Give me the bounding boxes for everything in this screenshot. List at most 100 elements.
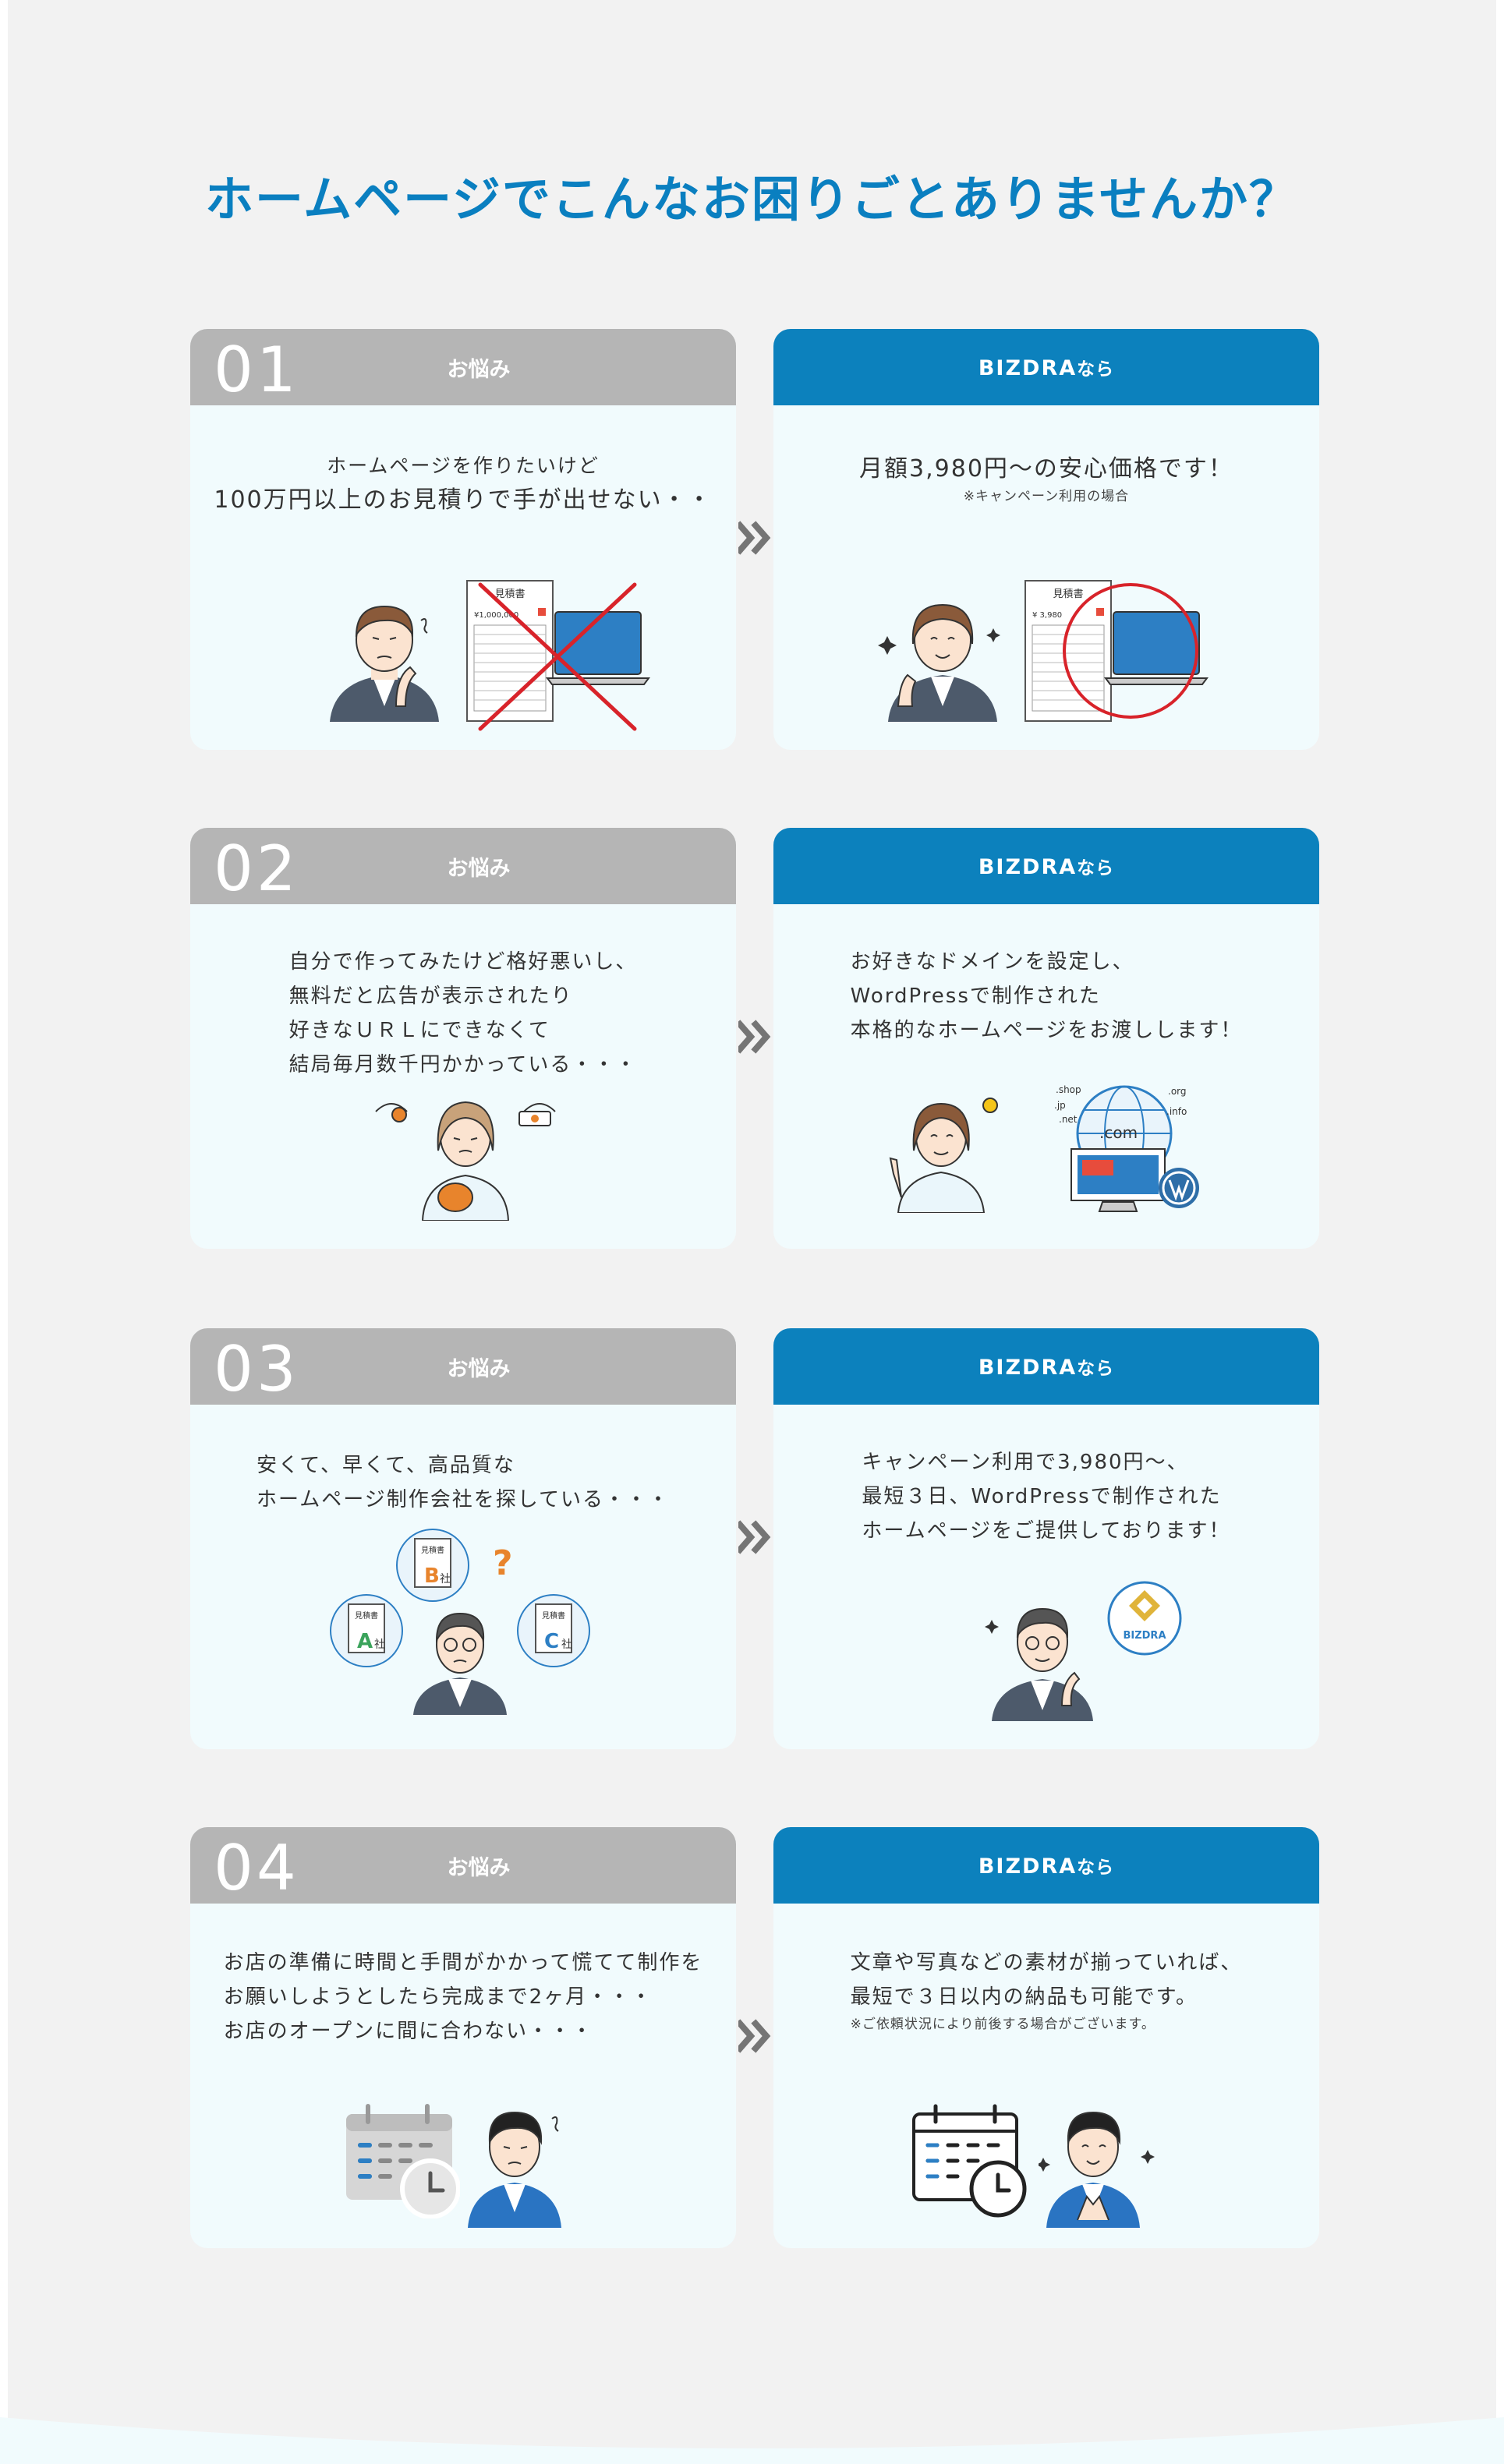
problem-label: お悩み bbox=[447, 1356, 511, 1381]
happy-woman-illustration bbox=[878, 603, 1000, 722]
solution-text-line: WordPressで制作された bbox=[850, 985, 1101, 1008]
problem-card-04: 04 お悩み お店の準備に時間と手間がかかって慌てて制作を お願いしようとしたら… bbox=[190, 1827, 736, 2248]
solution-card-body: 文章や写真などの素材が揃っていれば、 最短で３日以内の納品も可能です。 ※ご依頼… bbox=[773, 1904, 1319, 2248]
solution-text-line: 本格的なホームページをお渡しします！ bbox=[850, 1019, 1243, 1042]
problem-card-header: 02 お悩み bbox=[190, 828, 736, 905]
problem-card-header: 03 お悩み bbox=[190, 1328, 736, 1405]
domain-label: .org bbox=[1168, 1086, 1187, 1097]
problem-card-body: お店の準備に時間と手間がかかって慌てて制作を お願いしようとしたら完成まで2ヶ月… bbox=[190, 1904, 736, 2248]
problem-card-01: 01 お悩み ホームページを作りたいけど 100万円以上のお見積りで手が出せない… bbox=[190, 329, 736, 750]
problem-card-header: 04 お悩み bbox=[190, 1827, 736, 1904]
problem-text-line: 無料だと広告が表示されたり bbox=[288, 985, 573, 1008]
row-01: 01 お悩み ホームページを作りたいけど 100万円以上のお見積りで手が出せない… bbox=[190, 329, 1319, 750]
problem-text-line: 結局毎月数千円かかっている・・・ bbox=[288, 1053, 638, 1076]
arrow-chevron-icon bbox=[738, 521, 771, 555]
page-title: ホームページでこんなお困りごとありませんか？ bbox=[204, 171, 1300, 228]
problem-text-line: お店のオープンに間に合わない・・・ bbox=[223, 2020, 594, 2043]
problem-label: お悩み bbox=[447, 856, 511, 881]
domain-label: .com bbox=[1099, 1123, 1138, 1142]
row-03: 03 お悩み 安くて、早くて、高品質な ホームページ制作会社を探している・・・ … bbox=[190, 1328, 1319, 1749]
solution-card-01: BIZDRAなら 月額3,980円〜の安心価格です！ ※キャンペーン利用の場合 bbox=[773, 329, 1319, 750]
quote-bubble-b: 見積書 B 社 bbox=[396, 1529, 469, 1602]
problem-text-line: お願いしようとしたら完成まで2ヶ月・・・ bbox=[223, 1985, 653, 2009]
brand-name: BIZDRA bbox=[978, 1356, 1078, 1380]
solution-card-header: BIZDRAなら bbox=[773, 1827, 1319, 1904]
brand-suffix: なら bbox=[1077, 359, 1115, 380]
brand-name: BIZDRA bbox=[978, 855, 1078, 879]
card-number: 02 bbox=[214, 833, 299, 905]
problem-card-header: 01 お悩み bbox=[190, 329, 736, 406]
arrow-chevron-icon bbox=[738, 1020, 771, 1054]
estimate-document-illustration: 見積書 ¥ 3,980 bbox=[1024, 580, 1209, 722]
quote-doc-title: 見積書 bbox=[355, 1610, 378, 1621]
brand-name: BIZDRA bbox=[978, 356, 1078, 380]
domain-label: .info bbox=[1166, 1106, 1187, 1117]
panicked-man-illustration bbox=[468, 2111, 561, 2228]
company-suffix: 社 bbox=[561, 1639, 572, 1651]
problem-text-line: ホームページ制作会社を探している・・・ bbox=[257, 1488, 670, 1511]
solution-card-header: BIZDRAなら bbox=[773, 828, 1319, 904]
cross-mark bbox=[478, 582, 637, 731]
brand-suffix: なら bbox=[1077, 858, 1115, 878]
question-mark-icon: ? bbox=[493, 1543, 513, 1583]
problem-text-line: 100万円以上のお見積りで手が出せない・・ bbox=[214, 486, 713, 514]
confident-man-illustration bbox=[985, 1607, 1093, 1721]
card-number: 01 bbox=[214, 334, 299, 406]
problem-card-body: 自分で作ってみたけど格好悪いし、 無料だと広告が表示されたり 好きなＵＲＬにでき… bbox=[190, 904, 736, 1249]
bottom-wave-divider bbox=[0, 2417, 1504, 2464]
estimate-amount: ¥ 3,980 bbox=[1032, 611, 1062, 620]
company-letter: C bbox=[544, 1630, 559, 1653]
company-letter: A bbox=[357, 1630, 373, 1653]
solution-text-line: 月額3,980円〜の安心価格です！ bbox=[859, 455, 1233, 483]
solution-card-04: BIZDRAなら 文章や写真などの素材が揃っていれば、 最短で３日以内の納品も可… bbox=[773, 1827, 1319, 2248]
solution-text-line: お好きなドメインを設定し、 bbox=[850, 950, 1134, 974]
solution-card-02: BIZDRAなら お好きなドメインを設定し、 WordPressで制作された 本… bbox=[773, 828, 1319, 1249]
problem-text-line: 好きなＵＲＬにできなくて bbox=[288, 1019, 550, 1042]
quote-doc-title: 見積書 bbox=[542, 1610, 565, 1621]
solution-card-body: お好きなドメインを設定し、 WordPressで制作された 本格的なホームページ… bbox=[773, 904, 1319, 1249]
solution-card-header: BIZDRAなら bbox=[773, 1328, 1319, 1405]
estimate-doc-title: 見積書 bbox=[1053, 589, 1083, 600]
problem-label: お悩み bbox=[447, 357, 511, 382]
woman-with-flying-money-illustration bbox=[375, 1101, 556, 1221]
solution-text-line: キャンペーン利用で3,980円〜、 bbox=[862, 1451, 1189, 1474]
arrow-chevron-icon bbox=[738, 1520, 771, 1554]
solution-note: ※キャンペーン利用の場合 bbox=[963, 489, 1130, 504]
card-number: 04 bbox=[214, 1832, 299, 1904]
estimate-doc-title: 見積書 bbox=[494, 589, 525, 600]
solution-card-header: BIZDRAなら bbox=[773, 329, 1319, 405]
problem-text-line: 自分で作ってみたけど格好悪いし、 bbox=[288, 950, 638, 974]
row-02: 02 お悩み 自分で作ってみたけど格好悪いし、 無料だと広告が表示されたり 好き… bbox=[190, 828, 1319, 1249]
company-suffix: 社 bbox=[374, 1639, 385, 1651]
solution-card-body: 月額3,980円〜の安心価格です！ ※キャンペーン利用の場合 bbox=[773, 405, 1319, 750]
company-letter: B bbox=[424, 1564, 440, 1588]
domain-globe-wordpress-illustration: .shop .jp .net .com .org .info bbox=[1054, 1084, 1199, 1212]
calendar-clock-icon bbox=[912, 2104, 1027, 2218]
woman-with-idea-illustration bbox=[889, 1098, 998, 1213]
problem-text-line: お店の準備に時間と手間がかかって慌てて制作を bbox=[223, 1951, 703, 1974]
row-04: 04 お悩み お店の準備に時間と手間がかかって慌てて制作を お願いしようとしたら… bbox=[190, 1827, 1319, 2248]
brand-suffix: なら bbox=[1077, 1359, 1115, 1379]
problem-card-body: ホームページを作りたいけど 100万円以上のお見積りで手が出せない・・ bbox=[190, 405, 736, 750]
solution-card-03: BIZDRAなら キャンペーン利用で3,980円〜、 最短３日、WordPres… bbox=[773, 1328, 1319, 1749]
solution-card-body: キャンペーン利用で3,980円〜、 最短３日、WordPressで制作された ホ… bbox=[773, 1405, 1319, 1749]
solution-text-line: 最短で３日以内の納品も可能です。 bbox=[850, 1985, 1198, 2009]
solution-note: ※ご依頼状況により前後する場合がございます。 bbox=[850, 2017, 1155, 2032]
brand-suffix: なら bbox=[1077, 1858, 1115, 1878]
domain-label: .jp bbox=[1054, 1100, 1066, 1111]
domain-label: .shop bbox=[1056, 1084, 1081, 1095]
estimate-document-illustration: 見積書 ¥1,000,000 bbox=[466, 580, 650, 731]
circle-mark bbox=[1063, 583, 1198, 719]
problem-text-line: ホームページを作りたいけど bbox=[327, 454, 600, 477]
arrow-chevron-icon bbox=[738, 2019, 771, 2053]
problem-card-body: 安くて、早くて、高品質な ホームページ制作会社を探している・・・ 見積書 B 社 bbox=[190, 1405, 736, 1749]
quote-bubble-a: 見積書 A 社 bbox=[330, 1594, 403, 1667]
comparing-quotes-man-illustration: 見積書 B 社 見積書 A 社 見積書 bbox=[330, 1529, 590, 1715]
worried-man-illustration bbox=[330, 605, 439, 722]
bizdra-logo: BIZDRA bbox=[1104, 1579, 1185, 1657]
relieved-man-illustration bbox=[1039, 2111, 1155, 2228]
solution-text-line: 文章や写真などの素材が揃っていれば、 bbox=[850, 1951, 1243, 1974]
card-number: 03 bbox=[214, 1333, 299, 1405]
logo-text: BIZDRA bbox=[1123, 1630, 1166, 1642]
